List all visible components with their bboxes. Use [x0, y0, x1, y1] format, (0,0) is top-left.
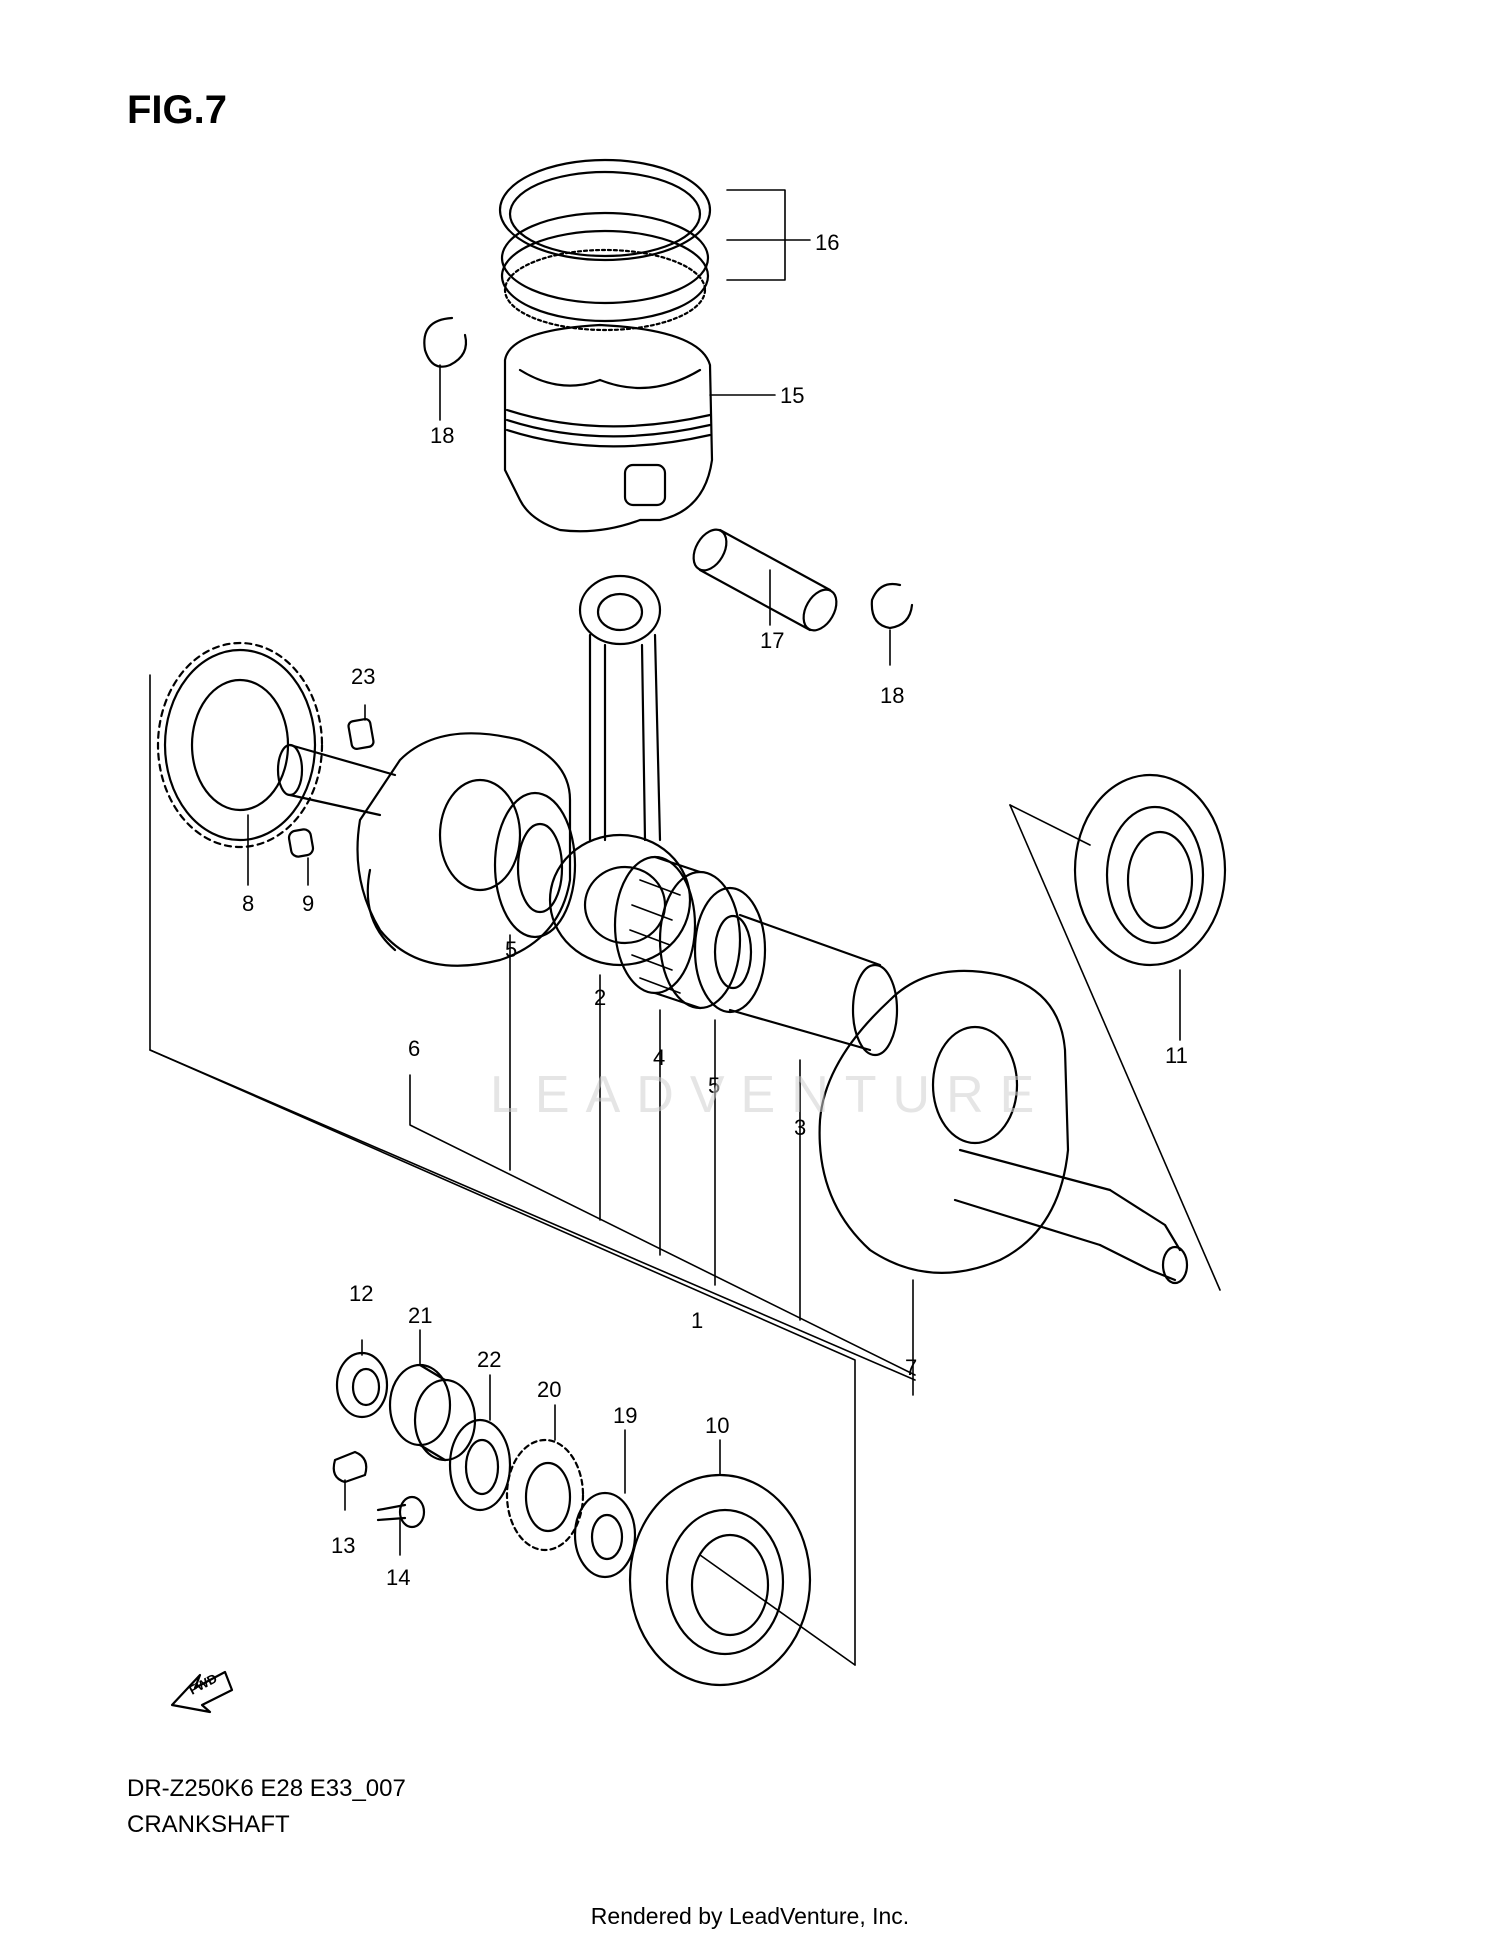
piston-pin: [692, 528, 838, 632]
washer-22: [448, 1418, 512, 1512]
callout-2: 2: [594, 985, 606, 1010]
crankshaft-right-shaft: [953, 1148, 1189, 1285]
gear-20: [505, 1438, 585, 1552]
callout-1: 1: [691, 1308, 703, 1333]
callout-6: 6: [408, 1036, 420, 1061]
callout-14: 14: [386, 1565, 410, 1590]
watermark: LEADVENTURE: [490, 1066, 1051, 1124]
thrust-washer-left: [493, 791, 577, 939]
bolt-14: [376, 1495, 426, 1529]
callout-9: 9: [302, 891, 314, 916]
crankshaft-left-shaft: [276, 743, 397, 817]
callout-19: 19: [613, 1403, 637, 1428]
callout-3: 3: [794, 1115, 806, 1140]
key-23: [347, 717, 375, 751]
main-bearing-right: [1073, 773, 1227, 967]
callout-21: 21: [408, 1303, 432, 1328]
key-9: [287, 828, 315, 858]
section-name-caption: CRANKSHAFT: [127, 1811, 290, 1838]
callout-8: 8: [242, 891, 254, 916]
model-code-caption: DR-Z250K6 E28 E33_007: [127, 1775, 406, 1802]
callout-5: 5: [505, 937, 517, 962]
assembly-lines: [149, 189, 1221, 1666]
callout-23: 23: [351, 664, 375, 689]
callout-22: 22: [477, 1347, 501, 1372]
figure-title: FIG.7: [127, 88, 228, 132]
callout-11: 11: [1165, 1043, 1188, 1068]
circlip-left: [423, 316, 468, 368]
spacer-21: [388, 1363, 477, 1462]
callout-17: 17: [760, 628, 784, 653]
crank-pin: [728, 913, 899, 1057]
gear-19: [573, 1491, 637, 1579]
callout-labels: 16 15 18 18 17 23 8 9 5 6 2 4 5 3 11 1 7…: [242, 230, 1188, 1590]
primary-drive-gear: [156, 641, 324, 849]
callout-20: 20: [537, 1377, 561, 1402]
needle-bearing: [613, 855, 742, 1010]
callout-5: 5: [708, 1073, 720, 1098]
callout-10: 10: [705, 1413, 729, 1438]
callout-18: 18: [880, 683, 904, 708]
forward-arrow-icon: FWD: [170, 1671, 234, 1714]
footer-credit: Rendered by LeadVenture, Inc.: [590, 1903, 910, 1929]
thrust-washer-right: [693, 886, 767, 1014]
callout-12: 12: [349, 1281, 373, 1306]
crank-web-right: [818, 969, 1070, 1274]
callout-16: 16: [815, 230, 839, 255]
callout-18: 18: [430, 423, 454, 448]
main-bearing-left: [628, 1473, 812, 1687]
piston: [503, 323, 714, 533]
callout-4: 4: [653, 1045, 665, 1070]
connecting-rod: [548, 574, 692, 967]
callout-7: 7: [905, 1355, 917, 1380]
callout-13: 13: [331, 1533, 355, 1558]
callout-15: 15: [780, 383, 804, 408]
crank-web-left: [356, 732, 572, 967]
oil-seal-12: [335, 1351, 389, 1419]
circlip-right: [870, 582, 914, 630]
lock-washer-13: [332, 1450, 368, 1484]
piston-ring-set: [498, 158, 712, 332]
